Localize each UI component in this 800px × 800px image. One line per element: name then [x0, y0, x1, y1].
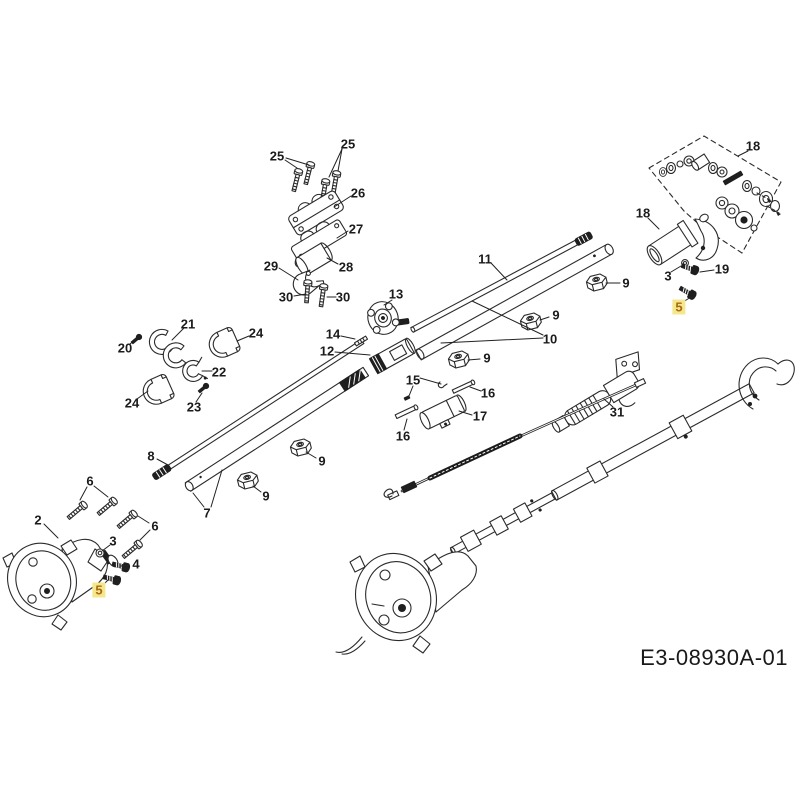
- part-label-22[interactable]: 22: [211, 364, 227, 380]
- part-label-2[interactable]: 2: [34, 512, 42, 528]
- part-label-28[interactable]: 28: [338, 259, 354, 275]
- part-5-screw-right: [677, 283, 698, 301]
- part-18-housing: [646, 213, 719, 266]
- part-label-24b[interactable]: 24: [124, 395, 140, 411]
- part-23-screw: [196, 381, 211, 395]
- part-18-kit: [658, 153, 781, 232]
- part-label-9c[interactable]: 9: [483, 350, 491, 366]
- part-31-handle: [551, 351, 641, 433]
- assembled-driveshaft: [335, 357, 795, 655]
- part-label-16a[interactable]: 16: [480, 385, 496, 401]
- part-label-9d[interactable]: 9: [318, 453, 326, 469]
- part-16-rod-lower: [394, 404, 419, 420]
- part-label-25b[interactable]: 25: [340, 136, 356, 152]
- part-9-nuts: [235, 272, 609, 491]
- part-label-18b[interactable]: 18: [635, 205, 651, 221]
- inset-box: [648, 135, 782, 254]
- part-label-5b-highlighted[interactable]: 5: [92, 582, 106, 598]
- part-label-7[interactable]: 7: [203, 505, 211, 521]
- part-label-11[interactable]: 11: [478, 251, 492, 267]
- part-label-14[interactable]: 14: [325, 326, 341, 342]
- diagram-code: E3-08930A-01: [640, 645, 788, 670]
- part-label-5a-highlighted[interactable]: 5: [672, 299, 686, 315]
- part-label-4[interactable]: 4: [132, 556, 140, 572]
- part-7-tube: [184, 366, 370, 492]
- part-14-pin: [353, 335, 369, 347]
- part-label-23[interactable]: 23: [186, 399, 202, 415]
- part-label-3b[interactable]: 3: [109, 533, 117, 549]
- part-10-mid-tube: [415, 243, 614, 361]
- part-label-24a[interactable]: 24: [248, 325, 264, 341]
- part-label-26[interactable]: 26: [350, 185, 366, 201]
- part-label-13[interactable]: 13: [388, 286, 404, 302]
- part-label-25a[interactable]: 25: [269, 148, 285, 164]
- part-label-9a[interactable]: 9: [622, 275, 630, 291]
- part-2-gearbox: [2, 538, 119, 631]
- part-label-27[interactable]: 27: [348, 221, 364, 237]
- part-label-20[interactable]: 20: [117, 340, 133, 356]
- part-label-6a[interactable]: 6: [86, 473, 94, 489]
- part-label-29[interactable]: 29: [263, 258, 279, 274]
- part-12-coupling: [368, 337, 416, 375]
- part-15-pins: [403, 381, 448, 401]
- part-16-rod-upper: [451, 379, 476, 394]
- part-17-cylinder: [419, 394, 467, 430]
- part-11-upper-shaft: [410, 231, 593, 333]
- part-label-10[interactable]: 10: [542, 331, 558, 347]
- part-label-21[interactable]: 21: [180, 316, 196, 332]
- part-label-30b[interactable]: 30: [335, 289, 351, 305]
- part-30-bolts: [301, 278, 329, 308]
- part-label-3a[interactable]: 3: [664, 268, 672, 284]
- part-24-clamp-right: [204, 325, 242, 362]
- part-13-flange: [367, 301, 410, 335]
- leader-lines: [43, 148, 749, 586]
- part-19-screw: [679, 261, 701, 276]
- part-28-bushing: [295, 242, 333, 276]
- part-label-16b[interactable]: 16: [395, 428, 411, 444]
- assembled-gearbox: [335, 551, 477, 655]
- part-label-9e[interactable]: 9: [262, 488, 270, 504]
- part-8-inner-shaft: [152, 339, 365, 480]
- part-label-15[interactable]: 15: [405, 372, 421, 388]
- part-label-8[interactable]: 8: [147, 448, 155, 464]
- part-label-18a[interactable]: 18: [745, 138, 761, 154]
- part-label-12[interactable]: 12: [319, 343, 335, 359]
- part-22-clamp-ring: [182, 356, 208, 382]
- part-24-clamp-left: [138, 372, 176, 409]
- part-label-9b[interactable]: 9: [552, 307, 560, 323]
- part-label-6b[interactable]: 6: [151, 518, 159, 534]
- part-label-31[interactable]: 31: [609, 404, 625, 420]
- cable-assembly: [383, 378, 647, 501]
- part-label-30a[interactable]: 30: [278, 289, 294, 305]
- part-label-17[interactable]: 17: [472, 408, 488, 424]
- part-label-19[interactable]: 19: [714, 261, 730, 277]
- part-20-screw: [129, 332, 144, 346]
